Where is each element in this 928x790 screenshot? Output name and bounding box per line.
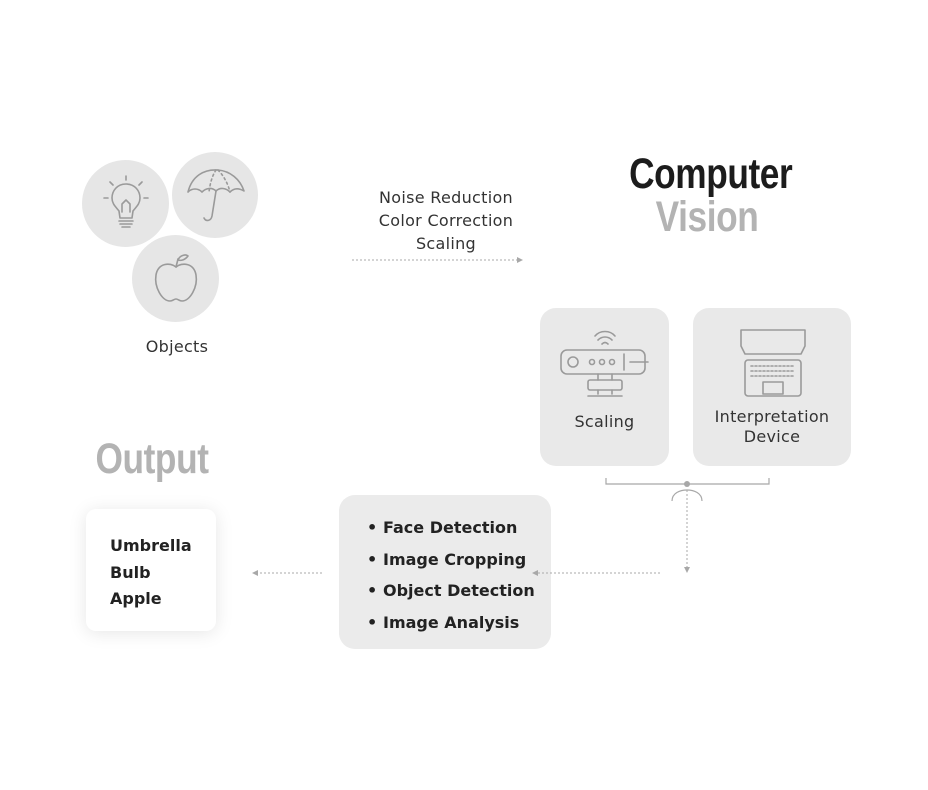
umbrella-icon bbox=[187, 169, 245, 222]
output-item: Bulb bbox=[110, 562, 151, 582]
task-item-label: Face Detection bbox=[383, 518, 518, 537]
title-computer: Computer bbox=[629, 150, 793, 198]
preprocessing-step: Scaling bbox=[415, 234, 477, 253]
task-item: •Image Analysis bbox=[367, 607, 535, 639]
output-box: Umbrella Bulb Apple bbox=[86, 509, 216, 631]
bullet: • bbox=[367, 549, 378, 569]
task-list: •Face Detection •Image Cropping •Object … bbox=[367, 512, 535, 638]
apple-icon bbox=[154, 253, 197, 302]
to-tasks-arrow bbox=[532, 570, 660, 576]
interpretation-device-card: Interpretation Device bbox=[693, 308, 851, 466]
device-bracket bbox=[605, 478, 770, 502]
preprocessing-arrow bbox=[352, 257, 523, 263]
preprocessing-step: Noise Reduction bbox=[379, 188, 513, 207]
down-arrow bbox=[684, 490, 690, 573]
objects-label: Objects bbox=[145, 337, 209, 356]
umbrella-circle bbox=[172, 152, 258, 238]
bullet: • bbox=[367, 518, 378, 537]
scaling-label: Scaling bbox=[574, 412, 635, 431]
title-vision: Vision bbox=[655, 193, 759, 241]
camera-sensor-icon bbox=[560, 330, 649, 397]
laptop-icon bbox=[740, 329, 806, 397]
output-item: Umbrella bbox=[110, 536, 192, 555]
task-item-label: Image Analysis bbox=[383, 612, 520, 632]
scaling-card: Scaling bbox=[540, 308, 669, 466]
task-item: • Object Detection bbox=[367, 575, 535, 607]
preprocessing-steps: Noise Reduction Color Correction Scaling bbox=[346, 186, 546, 255]
to-output-arrow bbox=[252, 570, 322, 576]
lightbulb-circle bbox=[82, 160, 169, 247]
task-item-label: Image Cropping bbox=[383, 549, 527, 569]
task-item: • Face Detection bbox=[367, 512, 535, 544]
interpretation-label-line1: Interpretation bbox=[714, 407, 830, 426]
output-item: Apple bbox=[110, 589, 162, 608]
bullet: • bbox=[367, 612, 378, 632]
task-item: •Image Cropping bbox=[367, 544, 535, 576]
apple-circle bbox=[132, 235, 219, 322]
interpretation-label-line2: Device bbox=[743, 427, 801, 446]
output-title: Output bbox=[95, 435, 209, 483]
bullet: • bbox=[367, 581, 378, 600]
output-list: Umbrella Bulb Apple bbox=[110, 533, 192, 613]
lightbulb-icon bbox=[102, 174, 149, 228]
preprocessing-step: Color Correction bbox=[378, 211, 514, 230]
task-item-label: Object Detection bbox=[383, 581, 535, 600]
task-box: •Face Detection •Image Cropping •Object … bbox=[339, 495, 551, 649]
